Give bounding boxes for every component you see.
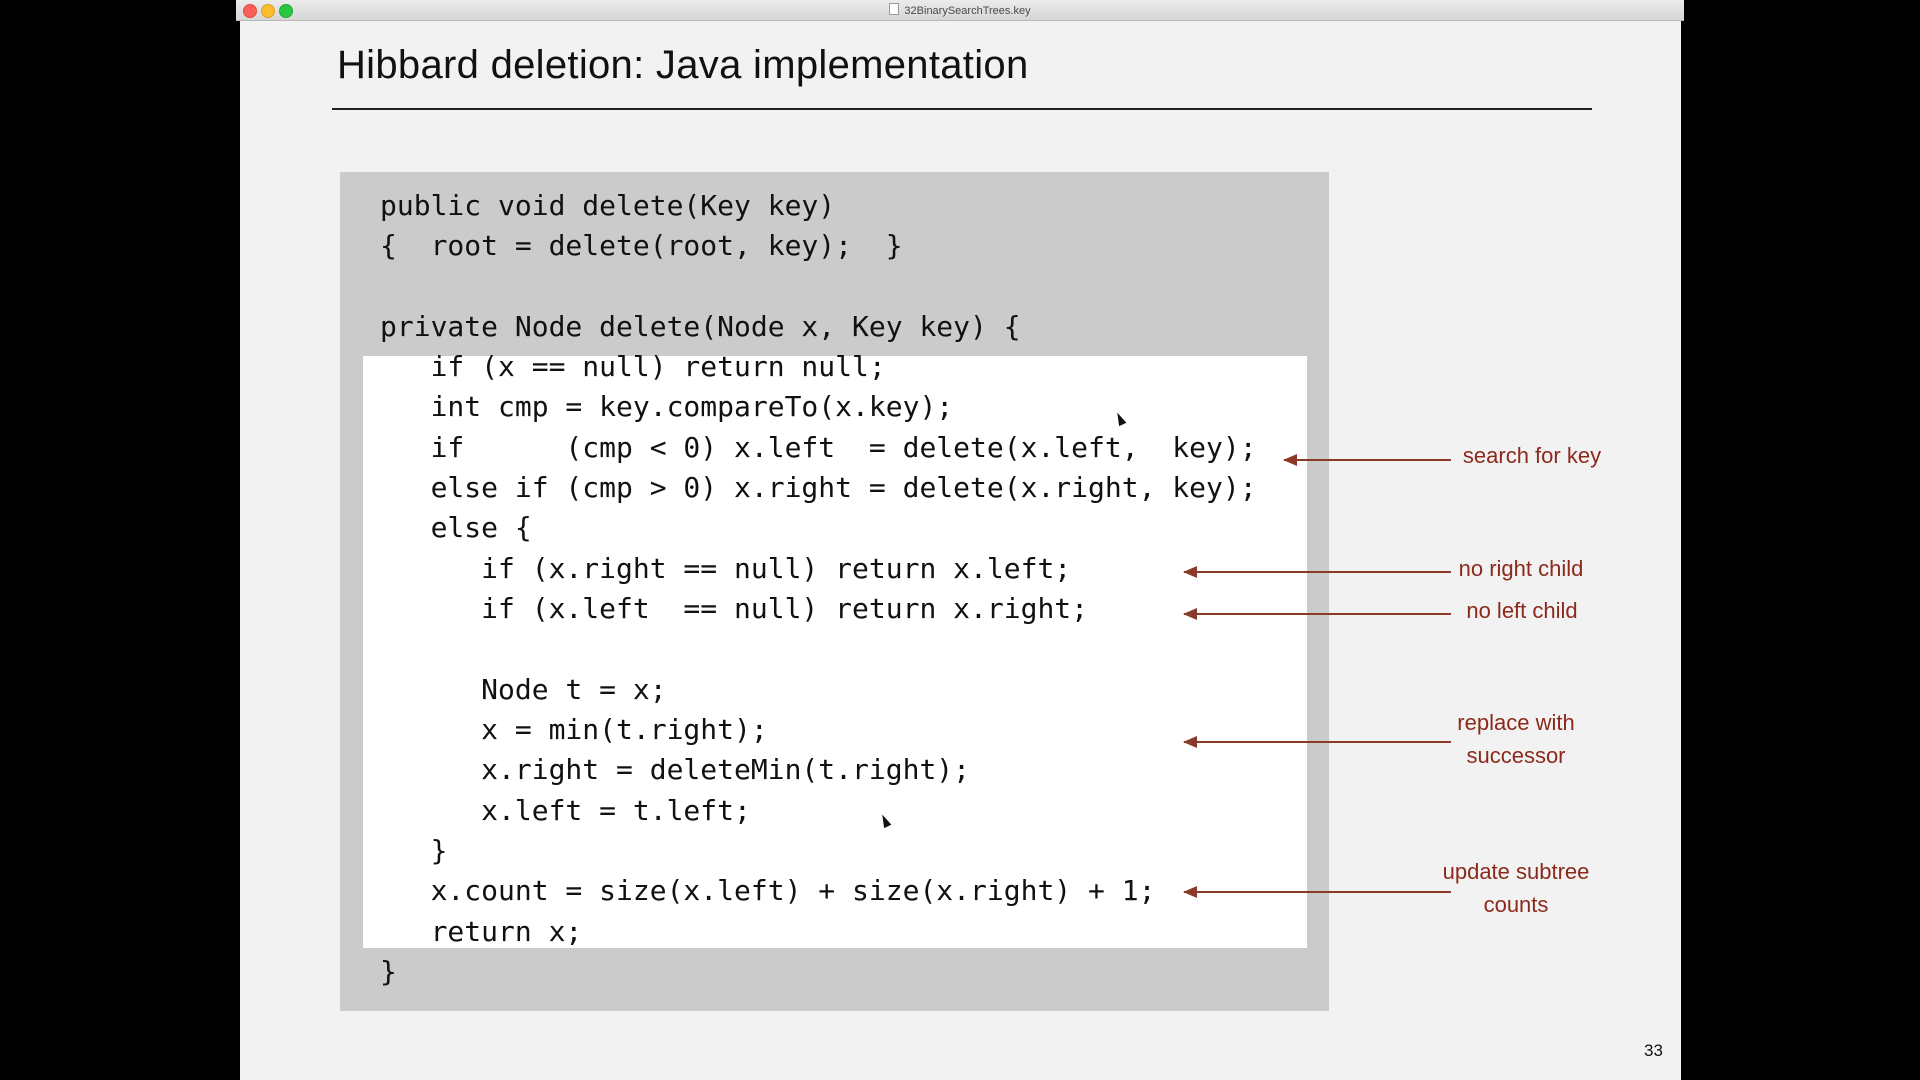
code-line-18: x.count = size(x.left) + size(x.right) +… [380,874,1156,907]
minimize-window-button[interactable] [261,4,275,18]
code-line-16: x.left = t.left; [380,794,751,827]
code-line-20: } [380,955,397,988]
code-line-9: else { [380,511,532,544]
arrow-no-left [1183,608,1451,620]
page-number: 33 [1644,1041,1663,1060]
code-highlight-box [363,356,1307,948]
slide-title: Hibbard deletion: Java implementation [337,43,1029,87]
arrow-no-right [1183,566,1451,578]
window-title-text: 32BinarySearchTrees.key [904,5,1031,17]
code-line-10: if (x.right == null) return x.left; [380,552,1072,585]
code-line-17: } [380,834,448,867]
title-divider [332,108,1592,110]
code-line-6: int cmp = key.compareTo(x.key); [380,390,954,423]
maximize-window-button[interactable] [279,4,293,18]
annotation-search-for-key: search for key [1462,443,1602,468]
code-line-4: private Node delete(Node x, Key key) { [380,310,1021,343]
code-line-14: x = min(t.right); [380,713,768,746]
window-title: 32BinarySearchTrees.key [236,3,1684,17]
slide: Hibbard deletion: Java implementation pu… [240,21,1681,1080]
annotation-update-subtree-counts: update subtree counts [1442,859,1590,917]
document-icon [889,3,900,15]
window-titlebar: 32BinarySearchTrees.key [236,0,1684,21]
arrow-replace [1183,736,1451,748]
close-window-button[interactable] [243,4,257,18]
code-line-5: if (x == null) return null; [380,350,886,383]
code-line-11: if (x.left == null) return x.right; [380,592,1089,625]
code-line-1: public void delete(Key key) [380,189,836,222]
annotation-no-left-child: no left child [1466,598,1578,623]
code-line-19: return x; [380,915,583,948]
code-line-2: { root = delete(root, key); } [380,229,903,262]
arrow-search [1283,454,1451,466]
arrow-update [1183,886,1451,898]
code-line-7: if (cmp < 0) x.left = delete(x.left, key… [380,431,1257,464]
code-line-8: else if (cmp > 0) x.right = delete(x.rig… [380,471,1257,504]
code-line-13: Node t = x; [380,673,667,706]
annotation-no-right-child: no right child [1458,556,1584,581]
annotation-replace-with-successor: replace with successor [1457,710,1575,768]
code-line-15: x.right = deleteMin(t.right); [380,753,971,786]
